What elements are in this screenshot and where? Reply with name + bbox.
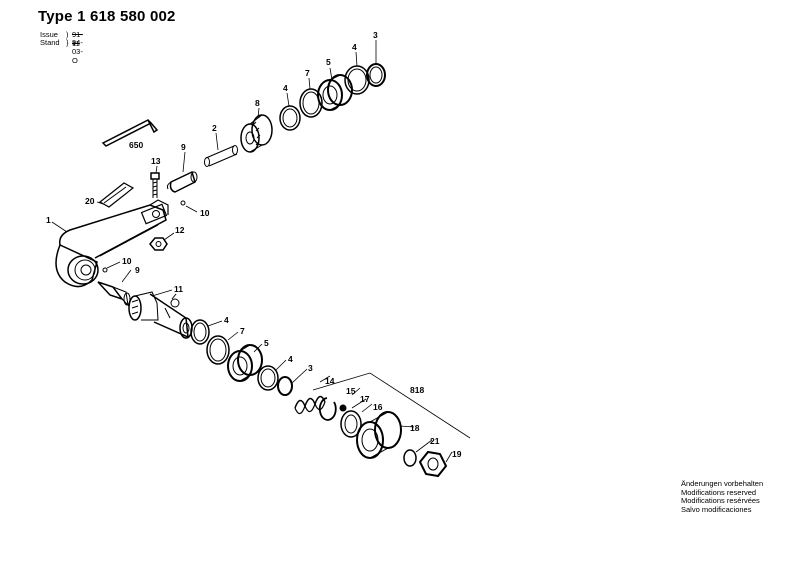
callout-12: 12 [175,225,185,235]
part-9-spindle-lower [97,281,131,307]
part-20-clamp-plate [98,182,135,208]
part-18-sleeve [356,411,402,459]
notice-line-en: Modifications reserved [681,487,757,497]
part-2-pin [204,145,238,167]
callout-9-lower: 9 [135,265,140,275]
part-16-ring [340,410,362,438]
callout-14: 14 [325,376,335,386]
callout-2: 2 [212,123,217,133]
callout-21: 21 [430,436,440,446]
part-3-snap-ring-lower [277,376,293,396]
callout-3-lower: 3 [308,363,313,373]
part-8-bevel-gear [240,114,273,153]
callout-4-lower-2: 4 [288,354,293,364]
part-5-bearing-lower [227,344,263,382]
callout-5-upper: 5 [326,57,331,67]
callout-20: 20 [85,196,95,206]
modifications-notice: Änderungen vorbehalten Modifications res… [681,479,764,514]
part-11-drive-shaft [128,291,193,339]
stand-value: 94-03-O [72,38,83,65]
callout-8: 8 [255,98,260,108]
part-650-hex-key [101,119,159,147]
callout-4-upper-1: 4 [352,42,357,52]
part-10-ball-lower [102,267,108,273]
part-5-bearing-upper [317,74,353,111]
callout-18: 18 [410,423,420,433]
part-7-ring-upper [299,88,323,118]
part-4-washer-upper-2 [279,105,301,131]
part-17-ball [339,404,347,412]
stand-brace: } [66,38,69,47]
callout-7-lower: 7 [240,326,245,336]
callout-19: 19 [452,449,462,459]
part-12-nut [149,237,168,251]
part-15-snap-ring [318,397,337,421]
leader-lines [51,40,471,463]
part-4-washer-lower-2 [257,365,279,391]
notice-line-de: Änderungen vorbehalten [681,479,764,488]
part-10-ball-upper [180,200,186,206]
callout-5-lower: 5 [264,338,269,348]
issue-label: Issue [40,30,58,39]
part-3-snap-ring-upper [366,63,386,87]
callout-10-lower: 10 [122,256,132,266]
callout-3-upper: 3 [373,30,378,40]
callout-15: 15 [346,386,356,396]
drawing-title: Type 1 618 580 002 [38,8,176,25]
issue-value: 91-11 [72,30,83,48]
part-4-washer-lower-1 [190,319,210,345]
callout-4-upper-2: 4 [283,83,288,93]
callout-650: 650 [129,140,143,150]
part-7-ring-lower [206,335,230,365]
callout-4-lower-1: 4 [224,315,229,325]
part-21-snap-ring [403,449,417,467]
callout-11: 11 [174,284,183,294]
callout-818: 818 [410,385,424,395]
callout-16: 16 [373,402,383,412]
part-9-spindle-upper [166,170,198,193]
part-19-nut [418,450,448,478]
notice-line-fr: Modifications resérvées [681,496,760,506]
callout-13: 13 [151,156,161,166]
stand-label: Stand [40,38,60,47]
callout-7-upper: 7 [305,68,310,78]
callout-1: 1 [46,215,51,225]
callout-10-upper: 10 [200,208,210,218]
callout-17: 17 [360,394,370,404]
callout-9-upper: 9 [181,142,186,152]
part-1-angle-housing [55,199,169,288]
part-13-screw [150,172,160,198]
issue-brace: ) [66,30,69,39]
callout-labels: 3 4 5 7 4 8 2 650 9 13 20 10 1 12 10 9 1… [46,30,462,459]
notice-line-es: Salvo modificaciones [681,504,752,514]
